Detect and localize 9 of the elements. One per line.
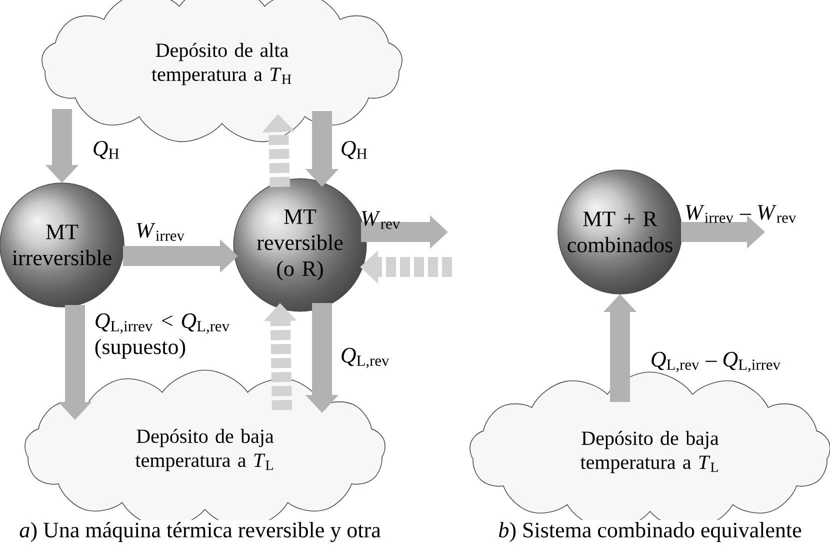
edge-label: W$_{irrev}$ – W$_{rev}$: [686, 205, 796, 223]
edge-label: Q$_{L,irrev}$ < Q$_{L,rev}$ (supuesto): [95, 313, 230, 359]
edge-label: W$_{irrev}$: [136, 223, 184, 241]
edge-label: Q$_{L,rev}$: [342, 348, 390, 368]
caption: b) Sistema combinado equivalente: [496, 520, 804, 544]
edge-label: Q$_{H}$: [342, 140, 367, 160]
caption: a) Una máquina térmica reversible y otra: [17, 520, 383, 544]
edge-label: Q$_{L,rev}$ – Q$_{L,irrev}$: [652, 352, 780, 372]
edge-label: Q$_{H}$: [94, 140, 119, 160]
